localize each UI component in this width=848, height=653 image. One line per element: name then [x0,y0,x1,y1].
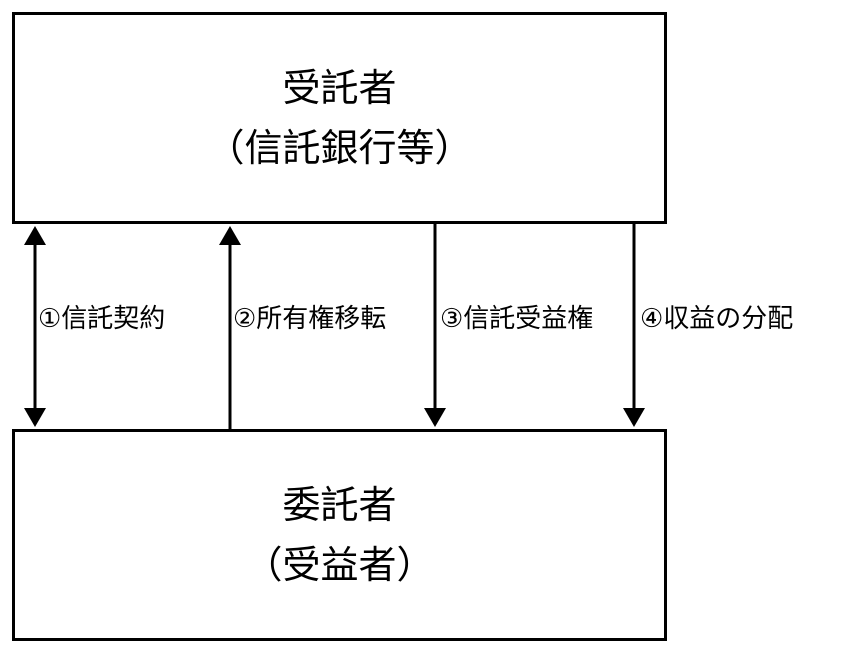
profit-distribution-label: ④収益の分配 [640,299,794,339]
trust-contract-label: ①信託契約 [38,299,166,339]
beneficial-interest-label: ③信託受益権 [440,299,594,339]
ownership-transfer-label: ②所有権移転 [233,299,387,339]
settlor-title: 委託者 [282,483,397,527]
trustee-subtitle: （信託銀行等） [206,126,473,170]
beneficial-interest-arrow [424,224,446,427]
settlor-subtitle: （受益者） [244,543,435,587]
trustee-title: 受託者 [282,66,397,110]
trust-contract-arrow [24,226,46,427]
ownership-transfer-arrow [219,226,241,429]
trustee-box: 受託者 （信託銀行等） [12,12,667,224]
profit-distribution-arrow [623,224,645,427]
settlor-box: 委託者 （受益者） [12,429,667,641]
